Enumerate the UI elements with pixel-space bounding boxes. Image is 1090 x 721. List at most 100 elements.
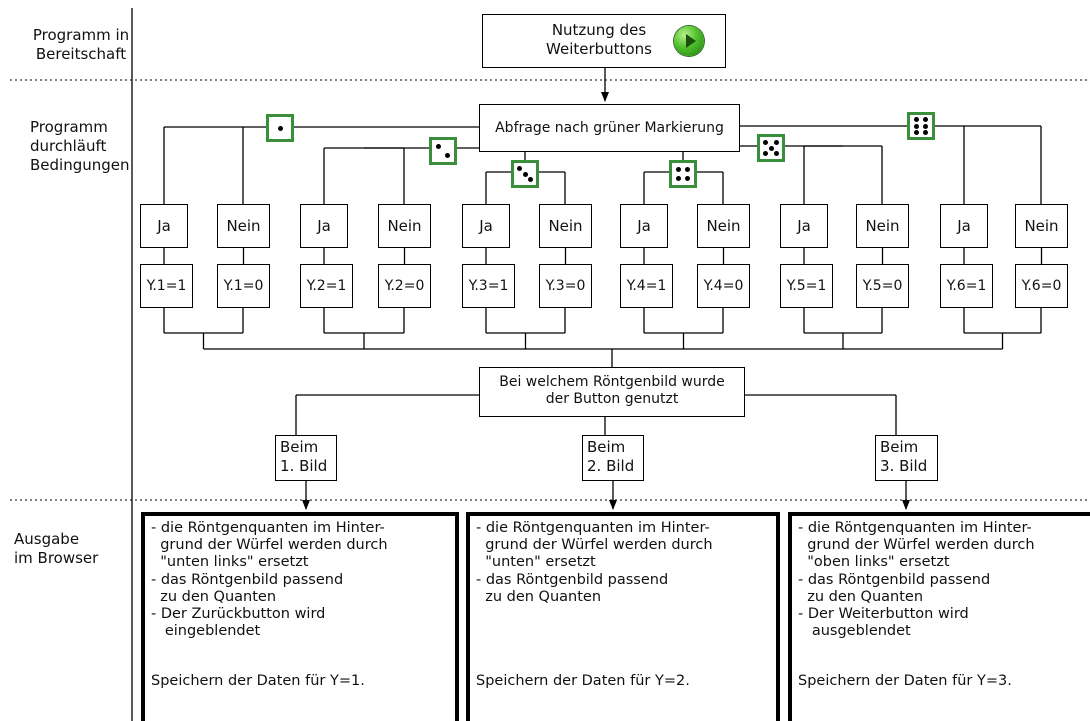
image-box-2: Beim 2. Bild <box>582 435 644 481</box>
y-value-no-box-text: Y.4=0 <box>703 277 744 294</box>
output-line: - Der Weiterbutton wird <box>798 606 969 623</box>
y-value-no-box: Y.1=0 <box>217 264 270 308</box>
image-box-1: Beim 1. Bild <box>275 435 337 481</box>
y-value-no-box-text: Y.2=0 <box>384 277 425 294</box>
dice-pip <box>914 117 920 123</box>
image-box-line: Beim <box>587 438 626 456</box>
dice-pip <box>675 176 681 182</box>
output-line: grund der Würfel werden durch <box>476 537 713 554</box>
y-value-no-box: Y.3=0 <box>539 264 592 308</box>
y-value-yes-box: Y.5=1 <box>780 264 833 308</box>
dice-pip <box>763 140 768 145</box>
output-line: - das Röntgenbild passend <box>476 571 669 588</box>
lane-label-line: im Browser <box>14 549 99 567</box>
no-box-text: Nein <box>548 216 583 235</box>
dice-pip <box>435 143 441 149</box>
y-value-no-box: Y.6=0 <box>1015 264 1068 308</box>
no-box-text: Nein <box>226 216 261 235</box>
output-line: - die Röntgenquanten im Hinter- <box>476 520 710 536</box>
y-value-yes-box: Y.2=1 <box>300 264 353 308</box>
lane-label-conditions: Programm durchläuft Bedingungen <box>30 118 140 175</box>
y-value-no-box-text: Y.6=0 <box>1021 277 1062 294</box>
image-box-line: 1. Bild <box>280 457 328 475</box>
output-line: Speichern der Daten für Y=1. <box>151 672 365 689</box>
image-box-line: 2. Bild <box>587 457 635 475</box>
output-line <box>476 640 776 657</box>
image-box-3: Beim 3. Bild <box>875 435 938 481</box>
output-line: - das Röntgenbild passend <box>798 571 991 588</box>
y-value-no-box-text: Y.5=0 <box>862 277 903 294</box>
dice-pip <box>675 166 681 172</box>
yes-box: Ja <box>140 204 188 248</box>
dice-pip <box>277 125 283 131</box>
y-value-yes-box-text: Y.4=1 <box>626 277 667 294</box>
y-value-yes-box: Y.4=1 <box>620 264 673 308</box>
start-box-line: Nutzung des <box>551 21 647 39</box>
output-line: grund der Würfel werden durch <box>151 537 388 554</box>
dice-pip <box>922 117 928 123</box>
yes-box-text: Ja <box>157 216 171 235</box>
start-box: Nutzung des Weiterbuttons <box>482 14 726 68</box>
output-line: Speichern der Daten für Y=2. <box>476 672 690 689</box>
y-value-yes-box-text: Y.2=1 <box>306 277 347 294</box>
yes-box-text: Ja <box>957 216 971 235</box>
dice-6-icon <box>907 112 935 140</box>
dice-3-icon <box>511 160 539 188</box>
dice-pip <box>922 129 928 135</box>
y-value-no-box-text: Y.3=0 <box>545 277 586 294</box>
yes-box: Ja <box>940 204 988 248</box>
dice-pip <box>528 177 533 182</box>
dice-pip <box>774 140 779 145</box>
dice-pip <box>763 151 768 156</box>
dice-2-icon <box>429 137 457 165</box>
lane-label-line: Ausgabe <box>14 530 80 548</box>
output-line: zu den Quanten <box>798 588 924 605</box>
lane-label-line: Bedingungen <box>30 156 130 174</box>
image-box-line: 3. Bild <box>880 457 928 475</box>
dice-1-icon <box>266 114 294 142</box>
dice-pip <box>914 123 920 129</box>
dice-pip <box>774 151 779 156</box>
y-value-yes-box-text: Y.5=1 <box>786 277 827 294</box>
output-line: zu den Quanten <box>476 588 602 605</box>
dice-4-icon <box>669 160 697 188</box>
lane-label-line: Programm in <box>32 26 130 44</box>
no-box: Nein <box>856 204 909 248</box>
green-play-button-icon <box>674 26 704 56</box>
dice-pip <box>517 166 522 171</box>
no-box-text: Nein <box>865 216 900 235</box>
start-box-line: Weiterbuttons <box>546 40 652 58</box>
yes-box: Ja <box>300 204 348 248</box>
y-value-no-box: Y.5=0 <box>856 264 909 308</box>
yes-box-text: Ja <box>317 216 331 235</box>
output-line: - die Röntgenquanten im Hinter- <box>151 520 385 536</box>
dice-pip <box>768 145 774 151</box>
dice-pip <box>445 153 451 159</box>
y-value-yes-box-text: Y.6=1 <box>946 277 987 294</box>
output-line: "unten" ersetzt <box>476 554 596 571</box>
lane-label-line: durchläuft <box>30 137 107 155</box>
y-value-yes-box-text: Y.1=1 <box>146 277 187 294</box>
yes-box-text: Ja <box>637 216 651 235</box>
dice-5-icon <box>757 134 785 162</box>
query-box: Abfrage nach grüner Markierung <box>479 104 740 152</box>
y-value-no-box: Y.4=0 <box>697 264 750 308</box>
image-box-line: Beim <box>880 438 919 456</box>
output-line: - das Röntgenbild passend <box>151 571 344 588</box>
lane-label-line: Programm <box>30 118 108 136</box>
output-line: "oben links" ersetzt <box>798 554 950 571</box>
y-value-no-box: Y.2=0 <box>378 264 431 308</box>
yes-box: Ja <box>462 204 510 248</box>
yes-box: Ja <box>620 204 668 248</box>
dice-pip <box>522 171 528 177</box>
no-box: Nein <box>539 204 592 248</box>
no-box-text: Nein <box>706 216 741 235</box>
y-value-yes-box: Y.3=1 <box>462 264 515 308</box>
output-line <box>476 623 776 640</box>
no-box: Nein <box>378 204 431 248</box>
y-value-yes-box: Y.6=1 <box>940 264 993 308</box>
output-line: eingeblendet <box>151 623 261 640</box>
yes-box-text: Ja <box>479 216 493 235</box>
y-value-yes-box-text: Y.3=1 <box>468 277 509 294</box>
